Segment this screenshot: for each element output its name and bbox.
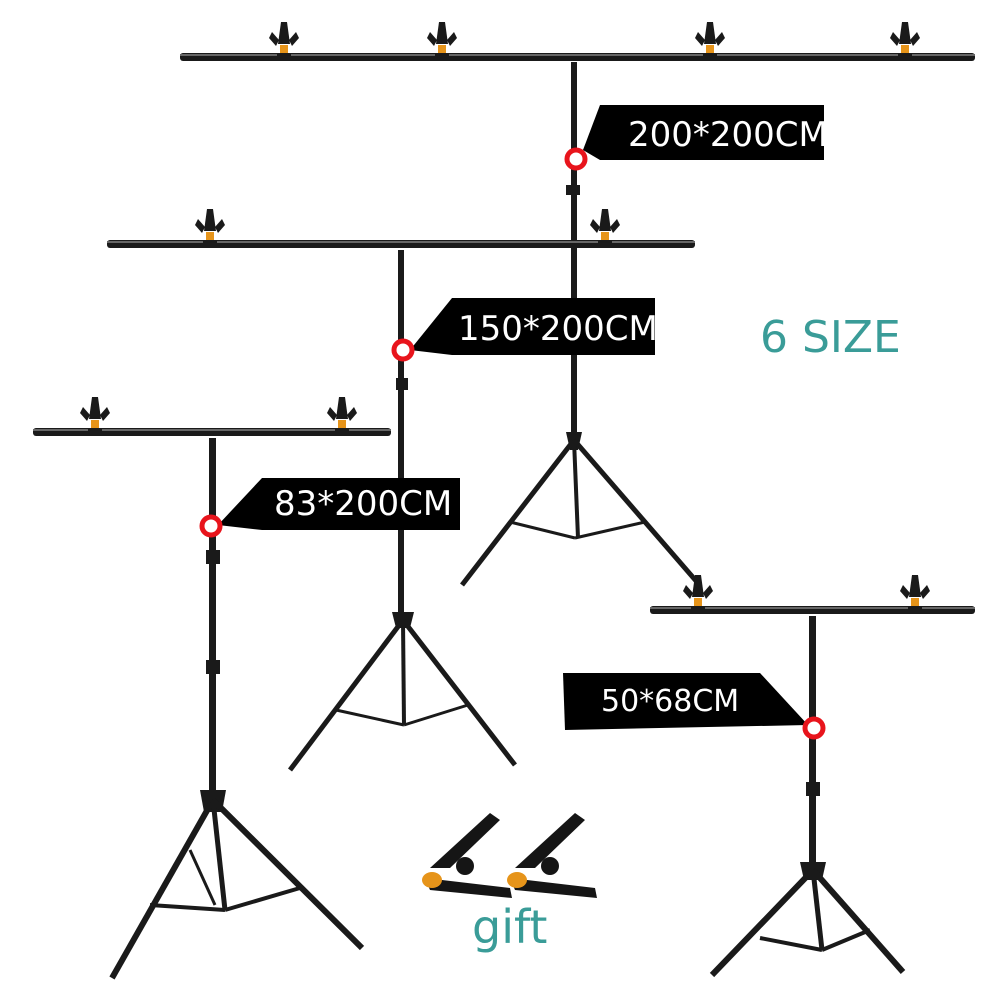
gift-label: gift — [472, 900, 548, 954]
stand-150x200: 150*200CM — [107, 209, 695, 772]
size-label-150: 150*200CM — [458, 309, 658, 349]
size-label-200: 200*200CM — [628, 115, 828, 155]
stand-50x68: 50*68CM — [563, 575, 975, 978]
size-label-83: 83*200CM — [274, 484, 452, 524]
stand-83x200: 83*200CM — [33, 397, 460, 980]
marker-dot — [391, 338, 415, 362]
marker-dot — [199, 514, 223, 538]
sizes-headline: 6 SIZE — [760, 312, 901, 363]
marker-dot — [564, 147, 588, 171]
size-label-50: 50*68CM — [601, 684, 739, 719]
marker-dot — [802, 716, 826, 740]
gift-clips — [422, 813, 597, 898]
